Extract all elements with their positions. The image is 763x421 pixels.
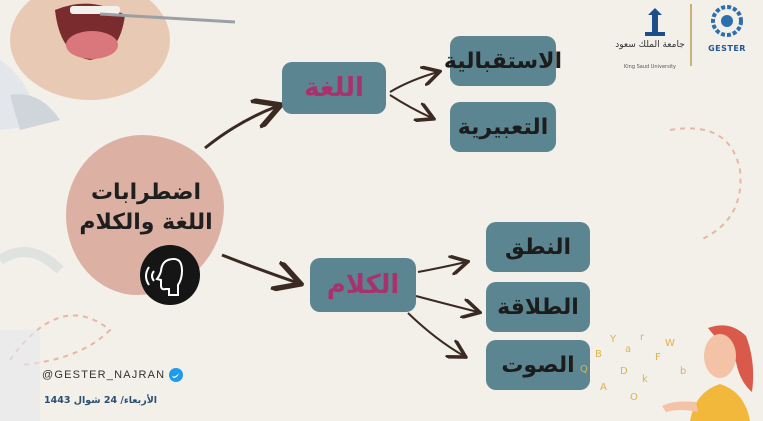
svg-text:D: D [620,366,628,377]
speaking-head-icon [145,257,184,296]
node-receptive: الاستقبالية [444,36,562,86]
arrow-to-fluency [415,295,478,312]
ksu-logo-english-text: King Saud University [624,64,676,70]
arrow-to-receptive [389,72,438,93]
girl-speaking-letters-illustration: Ya B rF Q D W A kOb [580,325,754,421]
mouth-examination-photo [0,0,240,130]
twitter-handle-row: @GESTER_NAJRAN [42,368,184,382]
ksu-palm-logo-icon [645,8,665,36]
gester-gear-logo-icon [711,5,743,37]
speaking-head-icon-badge [140,245,200,305]
svg-text:W: W [665,338,675,349]
node-voice: الصوت [486,340,590,390]
svg-text:b: b [680,366,686,377]
svg-text:F: F [655,352,661,363]
arrow-to-articulation [417,262,466,272]
svg-text:B: B [595,349,602,360]
node-fluency: الطلاقة [486,282,590,332]
svg-text:a: a [625,344,631,355]
node-speech: الكلام [310,258,416,312]
node-expressive: التعبيرية [450,102,556,152]
node-language: اللغة [282,62,386,114]
twitter-bird-icon [169,368,184,382]
logo-divider [690,4,692,66]
node-articulation: النطق [486,222,590,272]
arrow-to-language [204,106,278,150]
arrow-to-speech [221,253,298,283]
svg-text:k: k [642,374,648,385]
twitter-handle: @GESTER_NAJRAN [42,369,166,381]
ksu-logo-arabic-text: جامعة الملك سعود [615,40,685,50]
date-label: الأربعاء/ 24 شوال 1443 [44,395,158,406]
svg-text:Y: Y [609,334,617,345]
center-title: اضطرابات اللغة والكلام [79,180,213,235]
svg-text:r: r [640,332,645,343]
arrow-to-voice [407,312,464,356]
svg-text:Q: Q [580,364,588,375]
svg-text:O: O [630,392,638,403]
gester-logo-text: GESTER [708,44,746,53]
arrow-to-expressive [389,94,432,118]
svg-text:A: A [600,382,607,393]
